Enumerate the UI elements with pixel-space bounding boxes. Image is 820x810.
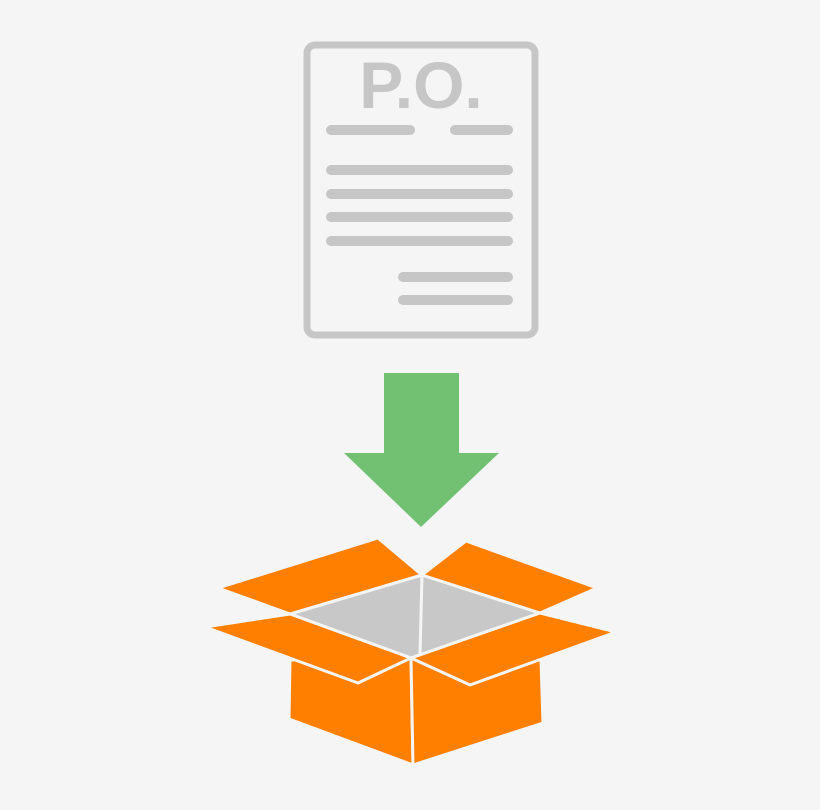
document-lines bbox=[326, 125, 513, 305]
box-flap-front-right bbox=[409, 611, 618, 687]
box-interior-fold bbox=[418, 574, 424, 655]
down-arrow-icon bbox=[344, 373, 499, 527]
open-box-icon bbox=[203, 536, 618, 767]
purchase-order-document-icon: P.O. bbox=[303, 41, 539, 339]
document-title: P.O. bbox=[359, 48, 483, 122]
box-flap-back-right bbox=[420, 539, 599, 615]
document-page bbox=[303, 41, 539, 339]
